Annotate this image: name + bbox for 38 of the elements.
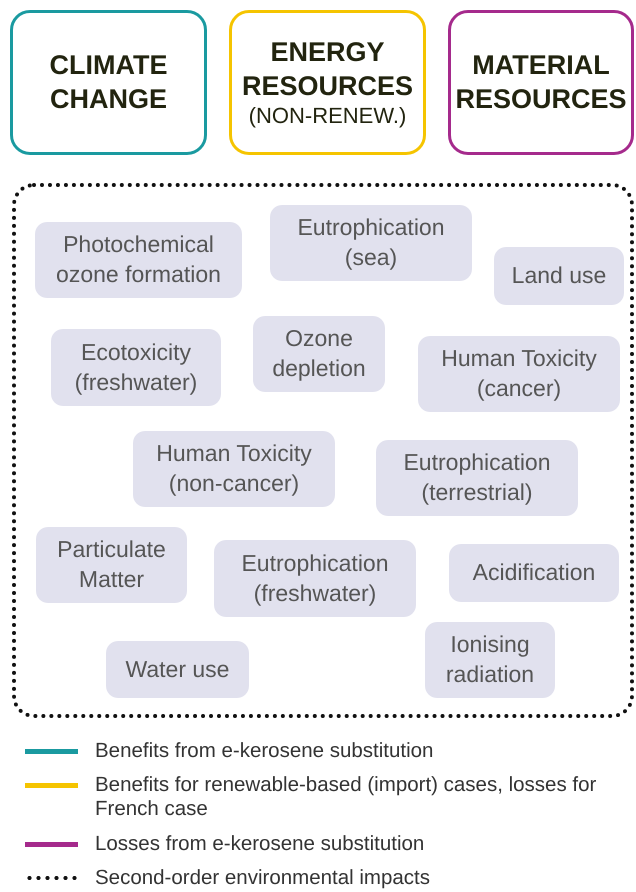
category-label: Eutrophication (terrestrial) <box>402 448 552 507</box>
category-label: Water use <box>126 654 230 684</box>
category-box <box>229 10 426 155</box>
category-heading: CLIMATE CHANGE <box>48 48 168 116</box>
impact-category-box <box>106 641 249 698</box>
category-label: Eutrophication (freshwater) <box>240 548 390 608</box>
category-label: Particulate Matter <box>56 535 167 594</box>
category-label: Acidification <box>472 558 596 588</box>
impact-category-box <box>35 222 242 298</box>
category-box <box>10 10 207 155</box>
impact-category-box <box>214 540 416 617</box>
category-label: Ionising radiation <box>444 630 536 689</box>
category-label: Human Toxicity (cancer) <box>440 344 598 403</box>
category-label: Photochemical ozone formation <box>55 230 222 289</box>
legend-text: Benefits from e-kerosene substitution <box>95 739 434 763</box>
impact-category-box <box>418 336 620 412</box>
dotted-group-frame <box>12 183 634 718</box>
category-heading: MATERIAL RESOURCES <box>454 48 628 116</box>
category-label: Land use <box>512 261 606 290</box>
impact-category-box <box>376 440 578 516</box>
impact-category-box <box>494 247 624 305</box>
impact-category-box <box>51 329 221 406</box>
impact-category-box <box>36 527 187 603</box>
legend-text: Benefits for renewable-based (import) cases, losses for French case <box>95 773 598 820</box>
category-label: Eutrophication (sea) <box>296 213 446 272</box>
legend-text: Losses from e-kerosene substitution <box>95 832 426 856</box>
impact-category-box <box>253 316 385 392</box>
category-heading: ENERGY RESOURCES <box>240 36 414 102</box>
impact-category-box <box>270 205 472 281</box>
impact-category-box <box>133 431 335 507</box>
category-box <box>448 10 634 155</box>
category-label: Ozone depletion <box>271 324 367 383</box>
category-label: Ecotoxicity (freshwater) <box>74 338 198 397</box>
impact-category-box <box>425 622 555 698</box>
legend-text: Second-order environmental impacts <box>95 866 431 890</box>
impact-category-box <box>449 544 619 602</box>
category-note: (NON-RENEW.) <box>248 103 406 130</box>
category-label: Human Toxicity (non-cancer) <box>155 439 313 498</box>
